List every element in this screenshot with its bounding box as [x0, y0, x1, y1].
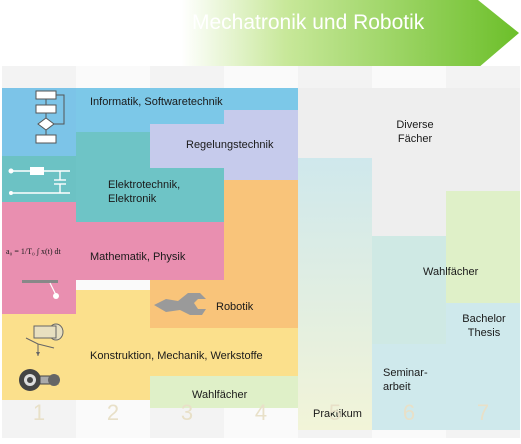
label-konstruktion: Konstruktion, Mechanik, Werkstoffe: [90, 350, 263, 362]
label-elektro: Elektrotechnik, Elektronik: [108, 179, 181, 205]
label-informatik: Informatik, Softwaretechnik: [90, 96, 223, 108]
label-wahl2: Wahlfächer: [423, 266, 479, 278]
block-elektro-col1: [2, 156, 76, 202]
semester-number: 7: [476, 400, 490, 425]
shaft-icon: [25, 323, 64, 356]
block-praktikum: [298, 158, 372, 430]
block-gray-5: [298, 88, 372, 158]
label-robotik: Robotik: [216, 301, 254, 313]
block-konstruktion-2: [150, 328, 298, 376]
label-praktikum: Praktikum: [313, 408, 362, 420]
block-bachelor: [446, 303, 520, 430]
block-diverse-7: [446, 88, 520, 191]
label-bachelor: Bachelor Thesis: [462, 313, 506, 339]
label-regelung: Regelungstechnik: [186, 139, 274, 151]
semester-number: 5: [328, 400, 342, 425]
label-wahl1: Wahlfächer: [192, 389, 248, 401]
flowchart-icon: [35, 90, 65, 144]
block-wahl2-col7: [446, 191, 520, 303]
pendulum-icon: [22, 280, 59, 299]
label-mathe: Mathematik, Physik: [90, 251, 186, 263]
wrench-icon: [154, 293, 206, 315]
semester-number: 2: [106, 400, 120, 425]
block-orange-col4: [224, 180, 298, 328]
block-regelung-2: [224, 110, 298, 180]
block-wahl1: [150, 376, 298, 408]
label-diverse: Diverse Fächer: [396, 119, 434, 145]
semester-number: 4: [254, 400, 268, 425]
block-seminar: [372, 344, 446, 430]
semester-number: 1: [32, 400, 46, 425]
block-regelung: [150, 124, 224, 168]
header-arrow: [0, 0, 519, 68]
block-wahl2-col6: [372, 236, 446, 344]
block-mathe-col1: [2, 202, 76, 314]
block-mathe: [76, 222, 224, 280]
gear-icon: [19, 369, 60, 391]
formula: a₀ = 1/T₀ ∫ x(t) dt: [6, 247, 61, 256]
block-konstruktion: [76, 290, 150, 400]
header-title: Mechatronik und Robotik: [192, 11, 425, 34]
block-elektro: [76, 132, 150, 222]
semester-number: 6: [402, 400, 416, 425]
circuit-icon: [8, 167, 70, 195]
label-seminar: Seminar- arbeit: [383, 367, 428, 393]
block-diverse: [372, 88, 446, 236]
semester-number: 3: [180, 400, 194, 425]
